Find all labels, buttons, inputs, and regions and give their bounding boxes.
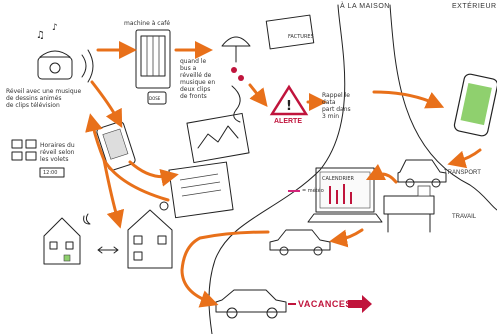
zone-home-label: À LA MAISON: [340, 3, 390, 10]
flow-arrow: [248, 83, 268, 108]
svg-text:♪: ♪: [52, 23, 58, 33]
screen-time: 12:00: [43, 170, 58, 176]
flow-arrow: [447, 148, 482, 169]
zone-outside-label: EXTÉRIEUR: [452, 3, 497, 10]
car-vacances-icon: [215, 289, 287, 319]
replay-note: Rappel le data part dans 3 min: [322, 92, 351, 120]
computer-icon: [307, 167, 383, 223]
coffee-machine-note: machine à café: [124, 20, 171, 27]
zone-divider-left: [208, 4, 346, 334]
desk-icon: [383, 185, 435, 233]
svg-text:♫: ♫: [36, 30, 45, 41]
flow-arrow: [372, 90, 445, 109]
tv-grid-icon: [11, 139, 65, 178]
car-transport-icon: [397, 159, 447, 188]
zone-divider-right: [389, 4, 497, 211]
alert-label: ALERTE: [274, 118, 302, 125]
poster-icon: [168, 161, 234, 219]
coffee-machine-icon: DOSE: [135, 29, 171, 105]
flow-arrow: [365, 163, 398, 184]
car-icon: [269, 229, 331, 256]
factures-label: FACTURES: [288, 34, 314, 40]
work-label: TRAVAIL: [452, 214, 477, 220]
factures-card-icon: [265, 14, 315, 50]
vacances-arrow-icon: [348, 295, 372, 313]
vacances-label: VACANCES: [298, 299, 352, 309]
legend-note: = météo: [302, 188, 324, 194]
radio-icon: ♫ ♪: [36, 23, 94, 83]
flow-arrow: [180, 230, 270, 308]
svg-text:DOSE: DOSE: [149, 96, 161, 101]
svg-text:!: !: [286, 99, 292, 114]
flow-arrow: [90, 80, 123, 128]
flow-arrow: [128, 160, 179, 187]
music-reminder-note: quand le bus a réveillé de musique en de…: [180, 58, 216, 100]
transport-label: TRANSPORT: [444, 170, 481, 176]
calendar-label: CALENDRIER: [322, 176, 355, 182]
double-arrow-icon: [97, 246, 119, 254]
house-small-icon: [43, 213, 91, 265]
tv-schedule-note: Horaires du réveil selon les volets: [40, 142, 75, 163]
flow-arrow: [329, 228, 364, 248]
flow-arrow: [102, 158, 125, 229]
wake-note: Réveil avec une musique de dessins animé…: [6, 88, 82, 109]
mushroom-icon: [221, 36, 251, 123]
chart-card-icon: [186, 112, 250, 164]
smartphone-icon: [453, 73, 497, 137]
house-large-icon: [127, 201, 173, 269]
alert-triangle-icon: !: [269, 84, 309, 116]
